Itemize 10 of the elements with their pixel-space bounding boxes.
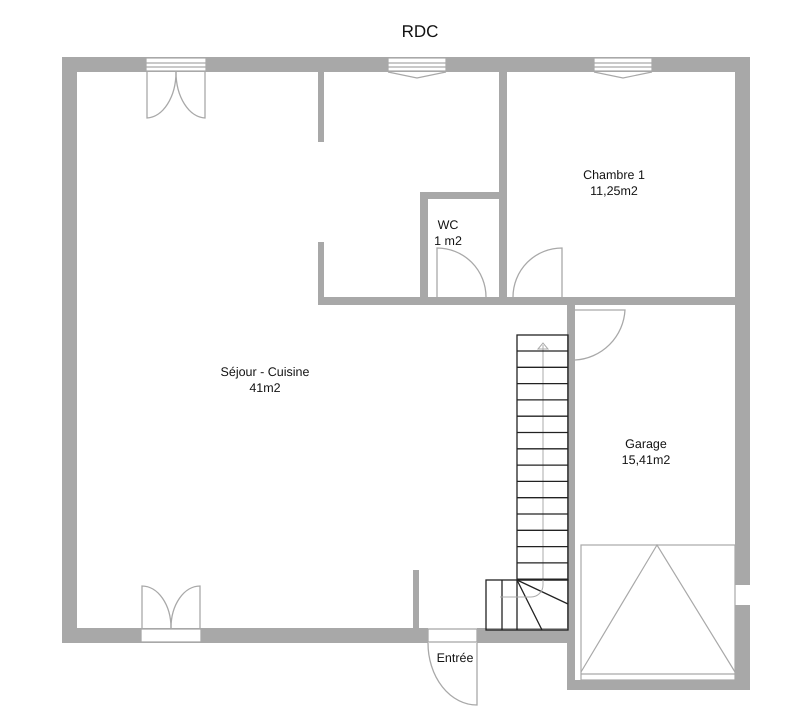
room-area: 41m2: [220, 380, 310, 396]
room-name: Chambre 1: [583, 167, 645, 183]
room-area: 1 m2: [434, 233, 462, 249]
room-name: Entrée: [436, 650, 474, 666]
room-name: WC: [436, 217, 460, 233]
plan-title: RDC: [402, 22, 438, 42]
room-area: 11,25m2: [583, 183, 645, 199]
room-area: 15,41m2: [622, 452, 670, 468]
room-name: Garage: [624, 436, 668, 452]
room-name: Séjour - Cuisine: [220, 364, 310, 380]
